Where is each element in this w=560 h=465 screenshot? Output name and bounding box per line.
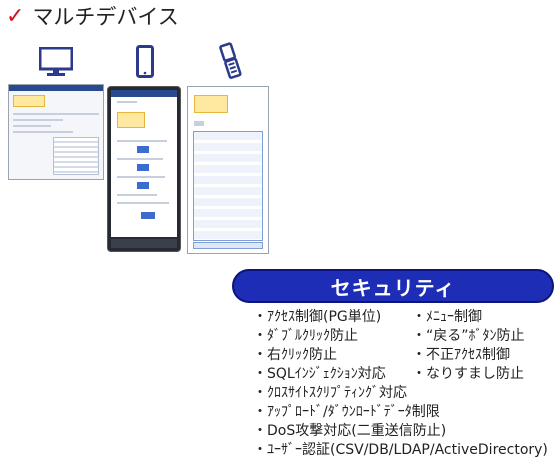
page-title: マルチデバイス bbox=[32, 4, 179, 29]
security-feature-item: ﾒﾆｭｰ制御 bbox=[412, 309, 482, 325]
security-feature-item: 右ｸﾘｯｸ防止 bbox=[253, 347, 337, 363]
logo-thumbnail bbox=[117, 112, 145, 128]
feature-phone-screenshot bbox=[187, 86, 269, 254]
security-label: セキュリティ bbox=[330, 275, 456, 300]
security-feature-item: ﾕｰｻﾞｰ認証(CSV/DB/LDAP/ActiveDirectory) bbox=[253, 442, 548, 458]
security-feature-item: 不正ｱｸｾｽ制御 bbox=[412, 347, 510, 363]
security-feature-item: “戻る”ﾎﾞﾀﾝ防止 bbox=[412, 328, 525, 344]
security-badge: セキュリティ bbox=[232, 269, 554, 303]
security-feature-item: ｱｯﾌﾟﾛｰﾄﾞ/ﾀﾞｳﾝﾛｰﾄﾞﾃﾞｰﾀ制限 bbox=[253, 404, 440, 420]
form-thumbnail bbox=[193, 131, 263, 241]
table-thumbnail bbox=[53, 137, 99, 175]
feature-phone-icon bbox=[219, 42, 242, 79]
page-header: ✓ マルチデバイス bbox=[6, 6, 179, 28]
security-feature-item: SQLｲﾝｼﾞｪｸｼｮﾝ対応 bbox=[253, 366, 386, 382]
security-feature-item: なりすまし防止 bbox=[412, 366, 524, 382]
security-feature-item: ｱｸｾｽ制御(PG単位) bbox=[253, 309, 381, 325]
smartphone-screenshot bbox=[107, 86, 181, 252]
logo-thumbnail bbox=[194, 95, 228, 113]
monitor-icon bbox=[39, 47, 73, 76]
browser-nav-thumbnail bbox=[111, 239, 177, 248]
security-feature-item: ﾀﾞﾌﾞﾙｸﾘｯｸ防止 bbox=[253, 328, 358, 344]
pc-screenshot bbox=[8, 84, 104, 180]
smartphone-icon bbox=[136, 45, 154, 78]
security-feature-item: ｸﾛｽｻｲﾄｽｸﾘﾌﾟﾃｨﾝｸﾞ対応 bbox=[253, 385, 407, 401]
logo-thumbnail bbox=[13, 95, 45, 107]
security-feature-item: DoS攻撃対応(二重送信防止) bbox=[253, 423, 446, 439]
check-icon: ✓ bbox=[6, 4, 25, 29]
